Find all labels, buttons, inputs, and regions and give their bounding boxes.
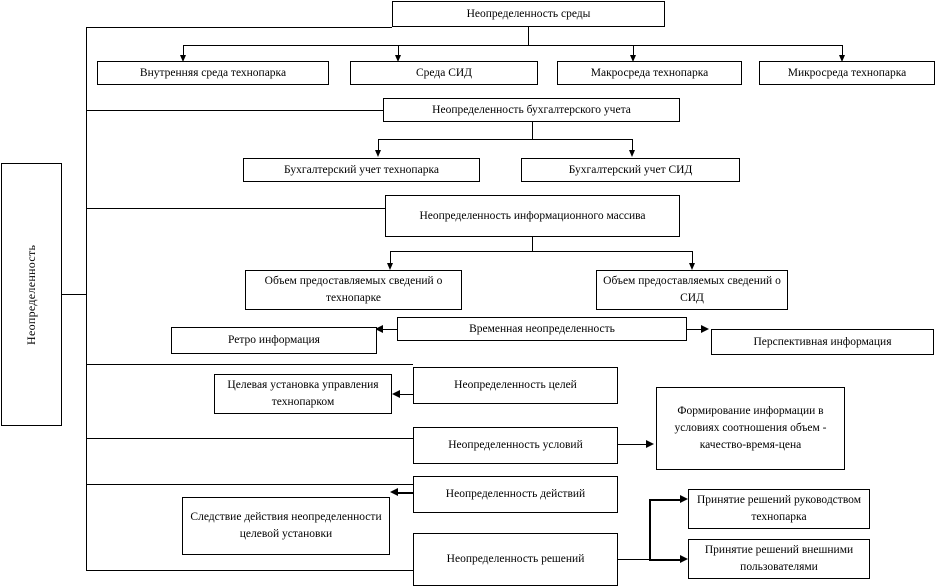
arrow-down-icon — [375, 150, 381, 157]
node-sid-environment: Среда СИД — [350, 61, 538, 85]
acct-bus-line — [378, 139, 632, 140]
decisions-to-external-line — [649, 559, 682, 561]
arrow-down-icon — [387, 263, 393, 270]
node-label: Временная неопределенность — [469, 322, 615, 335]
node-internal-environment: Внутренняя среда технопарка — [97, 61, 329, 85]
node-decisions-uncertainty: Неопределенность решений — [413, 533, 618, 586]
branch-line-goals — [86, 364, 413, 365]
node-information-uncertainty: Неопределенность информационного массива — [385, 195, 680, 237]
decisions-out-line — [618, 559, 650, 560]
node-consequence-target-setting: Следствие действия неопределенности целе… — [182, 497, 390, 555]
arrow-down-icon — [629, 150, 635, 157]
acct-drop-sid — [632, 139, 633, 152]
node-label: Перспективная информация — [753, 335, 892, 348]
node-label: Бухгалтерский учет технопарка — [284, 163, 439, 176]
node-retro-info: Ретро информация — [171, 327, 377, 354]
env-drop-macro — [633, 45, 634, 57]
trunk-line — [86, 27, 87, 571]
branch-line-environment — [86, 27, 392, 28]
node-label: Неопределенность решений — [446, 553, 585, 566]
node-target-setting: Целевая установка управления технопарком — [214, 374, 392, 414]
node-accounting-technopark: Бухгалтерский учет технопарка — [243, 158, 480, 182]
arrow-down-icon — [180, 55, 186, 62]
node-time-uncertainty: Временная неопределенность — [397, 317, 687, 341]
arrow-down-icon — [689, 263, 695, 270]
arrow-left-icon — [392, 390, 400, 398]
node-label: Неопределенность действий — [445, 488, 586, 501]
root-stub-line — [62, 294, 87, 295]
decisions-to-management-line — [649, 499, 682, 501]
node-label: Целевая установка управления технопарком — [227, 379, 379, 408]
arrow-right-icon — [680, 555, 688, 563]
node-perspective-info: Перспективная информация — [711, 329, 934, 355]
info-bus-line — [390, 251, 692, 252]
acct-down-line — [532, 122, 533, 139]
node-environment-uncertainty: Неопределенность среды — [392, 1, 665, 27]
conditions-to-forming-line — [618, 444, 648, 445]
branch-line-conditions — [86, 438, 413, 439]
arrow-left-icon — [375, 325, 383, 333]
time-to-perspective-line — [687, 329, 703, 330]
node-label: Принятие решений руководством технопарка — [697, 494, 861, 523]
node-decision-by-external-users: Принятие решений внешними пользователями — [688, 539, 870, 579]
node-label: Объем предоставляемых сведений о СИД — [603, 275, 781, 304]
branch-line-decisions — [86, 570, 413, 571]
node-label: Неопределенность информационного массива — [419, 209, 646, 222]
node-conditions-uncertainty: Неопределенность условий — [413, 427, 618, 464]
actions-to-consequence-line — [398, 492, 414, 494]
env-drop-internal — [183, 45, 184, 57]
arrow-down-icon — [395, 55, 401, 62]
info-drop-park — [390, 251, 391, 265]
node-label: Неопределенность среды — [466, 7, 591, 20]
arrow-down-icon — [839, 55, 845, 62]
node-label: Принятие решений внешними пользователями — [704, 544, 854, 573]
acct-drop-park — [378, 139, 379, 152]
node-info-volume-technopark: Объем предоставляемых сведений о технопа… — [245, 270, 462, 310]
root-node-label: Неопределенность — [23, 244, 38, 345]
node-label: Неопределенность целей — [454, 379, 577, 392]
arrow-right-icon — [646, 440, 654, 448]
info-drop-sid — [692, 251, 693, 265]
node-actions-uncertainty: Неопределенность действий — [413, 476, 618, 513]
node-info-volume-sid: Объем предоставляемых сведений о СИД — [596, 270, 788, 310]
arrow-down-icon — [630, 55, 636, 62]
arrow-right-icon — [701, 325, 709, 333]
env-drop-micro — [842, 45, 843, 57]
goals-to-target-line — [399, 394, 414, 395]
node-label: Внутренняя среда технопарка — [139, 66, 287, 79]
node-label: Объем предоставляемых сведений о технопа… — [264, 275, 443, 304]
node-information-forming: Формирование информации в условиях соотн… — [656, 387, 845, 470]
branch-line-information — [86, 208, 385, 209]
node-label: Макросреда технопарка — [590, 66, 709, 79]
branch-line-accounting — [86, 110, 383, 111]
node-micro-environment: Микросреда технопарка — [759, 61, 935, 85]
node-label: Следствие действия неопределенности целе… — [190, 511, 382, 540]
env-drop-sid — [398, 45, 399, 57]
node-accounting-uncertainty: Неопределенность бухгалтерского учета — [383, 98, 680, 122]
env-down-line — [528, 27, 529, 45]
node-goals-uncertainty: Неопределенность целей — [413, 367, 618, 404]
arrow-right-icon — [680, 495, 688, 503]
time-to-retro-line — [381, 329, 398, 330]
node-decision-by-management: Принятие решений руководством технопарка — [688, 489, 870, 529]
root-node-uncertainty: Неопределенность — [1, 163, 62, 426]
node-label: Среда СИД — [415, 66, 473, 79]
node-macro-environment: Макросреда технопарка — [557, 61, 742, 85]
info-down-line — [532, 237, 533, 251]
node-label: Ретро информация — [228, 334, 320, 347]
node-label: Формирование информации в условиях соотн… — [674, 405, 827, 451]
arrow-left-icon — [390, 488, 398, 496]
node-label: Бухгалтерский учет СИД — [568, 163, 693, 176]
decisions-riser-line — [649, 499, 651, 561]
node-label: Микросреда технопарка — [787, 66, 907, 79]
node-label: Неопределенность бухгалтерского учета — [432, 103, 631, 116]
env-bus-line — [183, 45, 842, 46]
node-accounting-sid: Бухгалтерский учет СИД — [521, 158, 740, 182]
node-label: Неопределенность условий — [448, 439, 583, 452]
branch-line-actions — [86, 484, 413, 485]
